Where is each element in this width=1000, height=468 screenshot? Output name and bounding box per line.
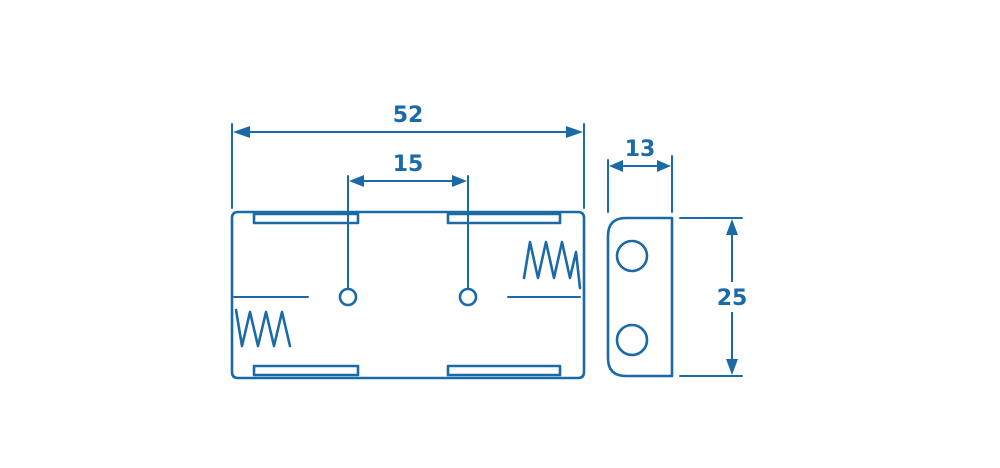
spring-bottom-left bbox=[234, 308, 292, 348]
bottom-slot-left bbox=[252, 364, 360, 377]
dimension-overall-length: 52 bbox=[231, 103, 585, 209]
side-width-label: 13 bbox=[625, 137, 656, 162]
arrowhead-right bbox=[657, 160, 671, 172]
holder-outline bbox=[230, 210, 586, 380]
side-hole-bottom bbox=[615, 323, 649, 357]
overall-length-label: 52 bbox=[393, 103, 424, 128]
side-view bbox=[606, 216, 674, 378]
top-slot-right bbox=[446, 212, 562, 225]
side-hole-top bbox=[615, 239, 649, 273]
side-outline bbox=[606, 216, 674, 378]
arrowhead-bottom bbox=[726, 359, 738, 375]
arrowhead-left bbox=[609, 160, 623, 172]
dimension-side-width: 13 bbox=[607, 137, 673, 213]
arrowhead-right bbox=[452, 175, 467, 187]
bottom-slot-right bbox=[446, 364, 562, 377]
arrowhead-right bbox=[566, 126, 583, 138]
spring-top-right bbox=[522, 240, 582, 290]
height-label-backdrop bbox=[716, 282, 750, 312]
front-view bbox=[230, 175, 586, 380]
arrowhead-left bbox=[233, 126, 250, 138]
contact-right bbox=[458, 287, 478, 307]
top-slot-left bbox=[252, 212, 360, 225]
dimension-contact-spacing: 15 bbox=[349, 152, 467, 187]
contact-left bbox=[338, 287, 358, 307]
contact-spacing-label: 15 bbox=[393, 152, 424, 177]
height-label: 25 bbox=[717, 286, 748, 311]
arrowhead-top bbox=[726, 219, 738, 235]
arrowhead-left bbox=[349, 175, 364, 187]
dimension-height: 25 bbox=[679, 217, 750, 377]
